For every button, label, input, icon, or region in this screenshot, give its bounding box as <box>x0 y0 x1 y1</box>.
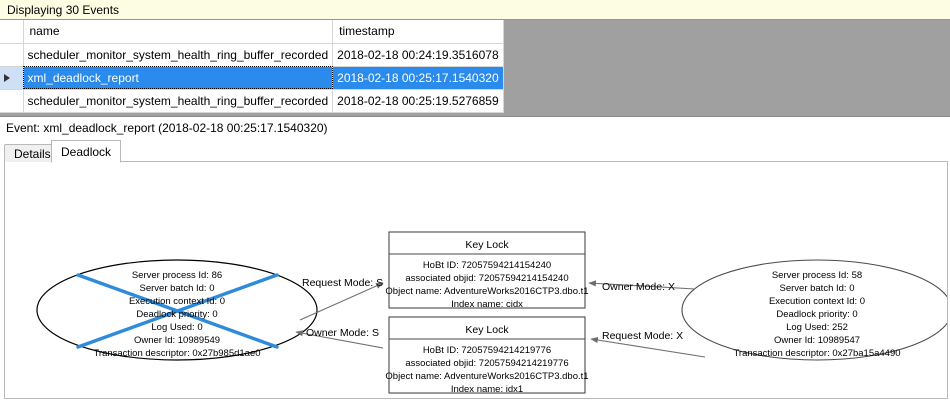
process-right-line-3: Deadlock priority: 0 <box>776 309 857 320</box>
cell-timestamp[interactable]: 2018-02-18 00:25:17.1540320 <box>332 66 504 90</box>
edge-right-requests-bottom-line <box>590 337 706 358</box>
edge-top-owned-by-right-label: Owner Mode: X <box>602 281 675 293</box>
tab-strip: Details Deadlock <box>4 140 948 163</box>
resource-bottom-frame <box>388 316 586 394</box>
process-right-line-0: Server process Id: 58 <box>772 270 862 281</box>
events-grid[interactable]: name timestamp scheduler_monitor_system_… <box>0 20 950 117</box>
tab-details[interactable]: Details <box>4 144 61 163</box>
edge-bottom-owned-by-left-line <box>295 330 384 349</box>
edge-left-requests-top[interactable]: Request Mode: S <box>299 277 384 321</box>
tab-deadlock-label: Deadlock <box>61 144 112 159</box>
edge-right-requests-bottom-label: Request Mode: X <box>602 330 683 342</box>
resource-bottom-line-0: HoBt ID: 72057594214219776 <box>423 345 551 356</box>
edge-top-owned-by-right-line <box>588 280 696 290</box>
edge-bottom-owned-by-left-label: Owner Mode: S <box>306 327 379 339</box>
column-header-timestamp[interactable]: timestamp <box>332 20 504 44</box>
event-caption: Event: xml_deadlock_report (2018-02-18 0… <box>0 118 950 138</box>
event-caption-label: Event: xml_deadlock_report (2018-02-18 0… <box>6 121 328 135</box>
resource-top-line-1: associated objid: 72057594214154240 <box>405 273 568 284</box>
process-left-line-3: Deadlock priority: 0 <box>136 309 217 320</box>
events-table: name timestamp scheduler_monitor_system_… <box>0 20 504 113</box>
resource-top-line-0: HoBt ID: 72057594214154240 <box>423 260 551 271</box>
process-right-line-5: Owner Id: 10989547 <box>774 335 860 346</box>
tab-deadlock[interactable]: Deadlock <box>51 140 122 163</box>
displaying-events-bar: Displaying 30 Events <box>0 0 950 20</box>
resource-node-top[interactable]: Key Lock HoBt ID: 72057594214154240 asso… <box>385 231 589 310</box>
resource-top-line-2: Object name: AdventureWorks2016CTP3.dbo.… <box>385 286 588 297</box>
process-left-line-1: Server batch Id: 0 <box>140 283 215 294</box>
cell-name[interactable]: xml_deadlock_report <box>23 66 334 90</box>
process-right-line-2: Execution context Id: 0 <box>769 296 865 307</box>
process-right-line-1: Server batch Id: 0 <box>780 283 855 294</box>
process-node-left[interactable]: Server process Id: 86 Server batch Id: 0… <box>36 259 318 361</box>
victim-cross-icon <box>76 273 279 349</box>
process-right-line-4: Log Used: 252 <box>786 322 848 333</box>
table-row[interactable]: scheduler_monitor_system_health_ring_buf… <box>0 89 504 113</box>
process-left-line-5: Owner Id: 10989549 <box>134 335 220 346</box>
process-left-line-0: Server process Id: 86 <box>132 270 222 281</box>
cell-timestamp[interactable]: 2018-02-18 00:25:19.5276859 <box>332 89 504 113</box>
column-header-name[interactable]: name <box>23 20 334 44</box>
deadlock-graph-canvas[interactable]: Server process Id: 86 Server batch Id: 0… <box>4 162 948 399</box>
resource-bottom-line-1: associated objid: 72057594214219776 <box>405 358 568 369</box>
tab-details-label: Details <box>14 147 51 161</box>
row-selector-caret-icon <box>4 74 10 83</box>
resource-bottom-line-2: Object name: AdventureWorks2016CTP3.dbo.… <box>385 371 588 382</box>
resource-bottom-title: Key Lock <box>465 324 509 336</box>
process-node-right[interactable]: Server process Id: 58 Server batch Id: 0… <box>681 259 947 361</box>
process-right-ellipse <box>681 259 947 361</box>
resource-top-frame <box>388 231 586 309</box>
edge-top-owned-by-right[interactable]: Owner Mode: X <box>588 280 696 293</box>
edge-bottom-owned-by-left[interactable]: Owner Mode: S <box>295 327 384 349</box>
process-left-line-4: Log Used: 0 <box>151 322 202 333</box>
resource-node-bottom[interactable]: Key Lock HoBt ID: 72057594214219776 asso… <box>385 316 589 395</box>
resource-bottom-line-3: Index name: idx1 <box>451 384 523 395</box>
displaying-events-label: Displaying 30 Events <box>7 2 120 17</box>
cell-timestamp[interactable]: 2018-02-18 00:24:19.3516078 <box>332 43 504 67</box>
table-row[interactable]: scheduler_monitor_system_health_ring_buf… <box>0 43 504 67</box>
process-right-line-6: Transaction descriptor: 0x27ba15a4490 <box>733 348 900 359</box>
edge-right-requests-bottom[interactable]: Request Mode: X <box>590 330 706 358</box>
edge-left-requests-top-line <box>299 282 384 321</box>
cell-name[interactable]: scheduler_monitor_system_health_ring_buf… <box>23 43 334 67</box>
column-header-selector <box>0 20 24 44</box>
row-selector[interactable] <box>0 66 24 90</box>
cell-name[interactable]: scheduler_monitor_system_health_ring_buf… <box>23 89 334 113</box>
resource-top-line-3: Index name: cidx <box>451 299 523 310</box>
row-selector[interactable] <box>0 89 24 113</box>
resource-top-title: Key Lock <box>465 239 509 251</box>
table-header-row: name timestamp <box>0 20 504 44</box>
tab-strip-underline <box>4 161 948 162</box>
process-left-line-6: Transaction descriptor: 0x27b985d1ae0 <box>93 348 260 359</box>
process-left-line-2: Execution context Id: 0 <box>129 296 225 307</box>
edge-left-requests-top-label: Request Mode: S <box>302 277 383 289</box>
table-row-selected[interactable]: xml_deadlock_report 2018-02-18 00:25:17.… <box>0 66 504 90</box>
row-selector[interactable] <box>0 43 24 67</box>
